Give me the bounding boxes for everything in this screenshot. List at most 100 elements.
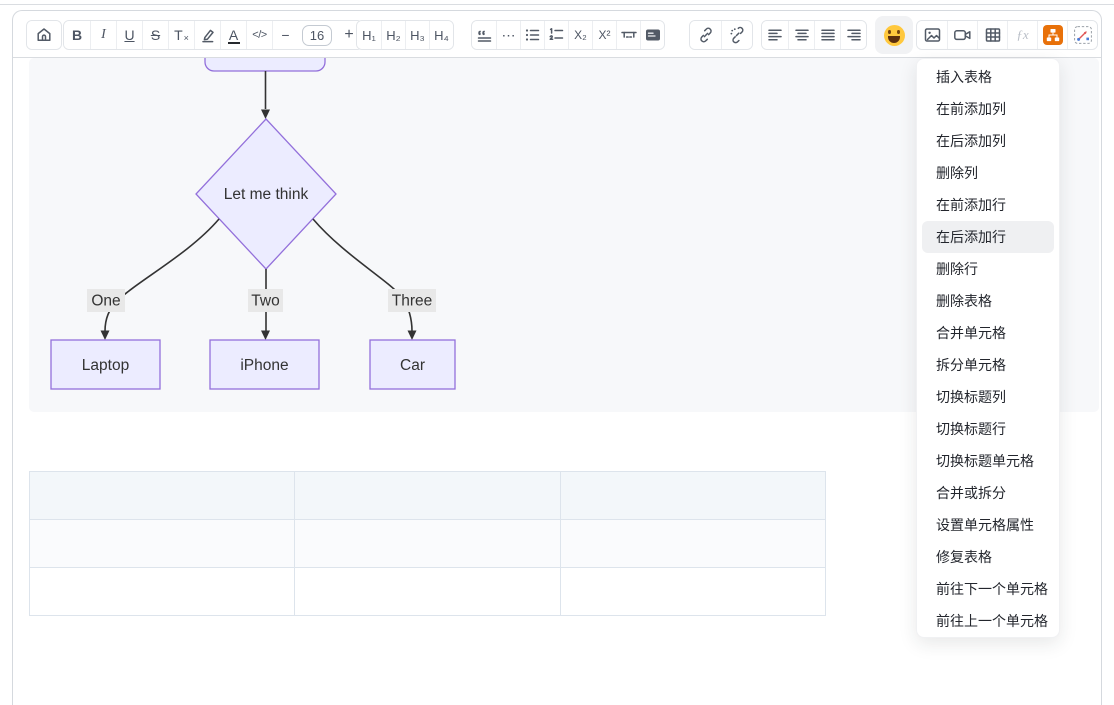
table-cell[interactable] xyxy=(28,471,296,520)
align-right-button[interactable] xyxy=(840,21,866,49)
menu-item-add-row-after[interactable]: 在后添加行 xyxy=(922,221,1054,253)
table-cell[interactable] xyxy=(294,519,561,568)
align-left-button[interactable] xyxy=(762,21,788,49)
font-size-value[interactable]: 16 xyxy=(298,21,336,49)
menu-item-merge-or-split[interactable]: 合并或拆分 xyxy=(936,485,1006,501)
flowchart-edge-three xyxy=(312,218,413,332)
inline-code-button[interactable]: </> xyxy=(246,21,272,49)
align-right-icon xyxy=(846,29,861,41)
bold-button[interactable]: B xyxy=(64,21,90,49)
align-center-button[interactable] xyxy=(788,21,814,49)
toolbar-group-links xyxy=(689,20,753,50)
clear-format-button[interactable]: T× xyxy=(168,21,194,49)
table-cell[interactable] xyxy=(294,567,561,616)
insert-image-button[interactable] xyxy=(917,21,947,49)
menu-item-toggle-header-row[interactable]: 切换标题行 xyxy=(936,421,1006,437)
heading3-button[interactable]: H₃ xyxy=(405,21,429,49)
arrowhead xyxy=(407,330,417,340)
edge-label-bg xyxy=(87,289,125,312)
menu-item-add-column-after[interactable]: 在后添加列 xyxy=(936,133,1006,149)
strikethrough-button[interactable]: S xyxy=(142,21,168,49)
subscript-button[interactable]: X₂ xyxy=(568,21,592,49)
blockquote-icon xyxy=(477,30,491,42)
font-color-button[interactable]: A xyxy=(220,21,246,49)
blockquote-button[interactable] xyxy=(472,21,496,49)
unlink-button[interactable] xyxy=(721,21,752,49)
table-cell[interactable] xyxy=(294,471,561,520)
table-cell[interactable] xyxy=(28,519,296,568)
italic-button[interactable]: I xyxy=(90,21,116,49)
underline-button[interactable]: U xyxy=(116,21,142,49)
menu-item-goto-next-cell[interactable]: 前往下一个单元格 xyxy=(936,581,1048,597)
leaf-label-iphone: iPhone xyxy=(240,357,288,374)
menu-item-split-cell[interactable]: 拆分单元格 xyxy=(936,357,1006,373)
highlight-button[interactable] xyxy=(194,21,220,49)
ordered-list-button[interactable] xyxy=(544,21,568,49)
menu-item-add-row-before[interactable]: 在前添加行 xyxy=(936,197,1006,213)
link-icon xyxy=(699,27,712,43)
insert-formula-button[interactable]: ƒx xyxy=(1007,21,1037,49)
align-justify-icon xyxy=(820,29,835,41)
menu-item-delete-row[interactable]: 删除行 xyxy=(936,261,978,277)
menu-item-fix-table[interactable]: 修复表格 xyxy=(936,549,992,565)
table-cell[interactable] xyxy=(559,567,827,616)
flowchart-leaf-iphone xyxy=(209,339,320,390)
align-left-icon xyxy=(768,29,782,41)
menu-item-set-cell-attributes[interactable]: 设置单元格属性 xyxy=(936,517,1034,533)
menu-item-delete-table[interactable]: 删除表格 xyxy=(936,293,992,309)
heading4-button[interactable]: H₄ xyxy=(429,21,453,49)
menu-item-insert-table[interactable]: 插入表格 xyxy=(936,69,992,85)
menu-item-goto-previous-cell[interactable]: 前往上一个单元格 xyxy=(936,613,1048,629)
toolbar-group-align xyxy=(761,20,867,50)
heading2-button[interactable]: H₂ xyxy=(381,21,405,49)
ordered-list-icon xyxy=(549,28,564,41)
edge-label-two: Two xyxy=(251,293,279,310)
insert-flowchart-button[interactable] xyxy=(1037,21,1067,49)
superscript-button[interactable]: X² xyxy=(592,21,616,49)
font-size-number: 16 xyxy=(301,24,333,46)
menu-item-merge-cells[interactable]: 合并单元格 xyxy=(936,325,1006,341)
leaf-label-car: Car xyxy=(400,357,425,374)
heading1-button[interactable]: H₁ xyxy=(357,21,381,49)
code-block-button[interactable] xyxy=(640,21,664,49)
flowchart-leaf-car xyxy=(369,339,456,390)
menu-item-delete-column[interactable]: 删除列 xyxy=(936,165,978,181)
highlight-pen-icon xyxy=(201,29,214,43)
video-icon xyxy=(954,30,971,41)
content-table xyxy=(28,471,827,616)
table-dropdown-menu: 插入表格 在前添加列 在后添加列 删除列 在前添加行 在后添加行 删除行 删除表… xyxy=(916,58,1060,638)
menu-item-toggle-header-column[interactable]: 切换标题列 xyxy=(936,389,1006,405)
insert-table-button[interactable] xyxy=(977,21,1007,49)
font-size-minus-button[interactable]: − xyxy=(272,21,298,49)
table-cell[interactable] xyxy=(559,471,827,520)
table-header-row xyxy=(28,471,827,520)
emoji-button[interactable] xyxy=(875,16,913,54)
more-button[interactable]: ⋯ xyxy=(496,21,520,49)
mermaid-flowchart: Let me think One Two Three Laptop iPhone… xyxy=(50,58,456,390)
menu-item-add-column-before[interactable]: 在前添加列 xyxy=(936,101,1006,117)
toolbar-group-home xyxy=(26,20,62,50)
toolbar-group-headings: H₁ H₂ H₃ H₄ xyxy=(356,20,454,50)
clear-format-letter: T xyxy=(174,27,183,43)
align-justify-button[interactable] xyxy=(814,21,840,49)
image-icon xyxy=(924,28,940,42)
insert-video-button[interactable] xyxy=(947,21,977,49)
table-icon xyxy=(985,28,1000,42)
menu-item-toggle-header-cell[interactable]: 切换标题单元格 xyxy=(936,453,1034,469)
edge-label-bg xyxy=(248,289,283,312)
flowchart-leaf-laptop xyxy=(50,339,161,390)
table-cell[interactable] xyxy=(28,567,296,616)
align-center-icon xyxy=(794,29,809,41)
toolbar-group-text-format: B I U S T× A </> − 16 + xyxy=(63,20,363,50)
insert-diagram-button[interactable] xyxy=(1067,21,1097,49)
grinning-face-icon xyxy=(883,24,905,46)
divider-button[interactable] xyxy=(616,21,640,49)
home-button[interactable] xyxy=(27,21,61,49)
decision-label: Let me think xyxy=(224,186,309,203)
leaf-label-laptop: Laptop xyxy=(82,357,129,374)
table-cell[interactable] xyxy=(559,519,827,568)
bullet-list-button[interactable] xyxy=(520,21,544,49)
page-top-divider xyxy=(0,4,1114,5)
table-row xyxy=(28,519,827,568)
link-button[interactable] xyxy=(690,21,721,49)
